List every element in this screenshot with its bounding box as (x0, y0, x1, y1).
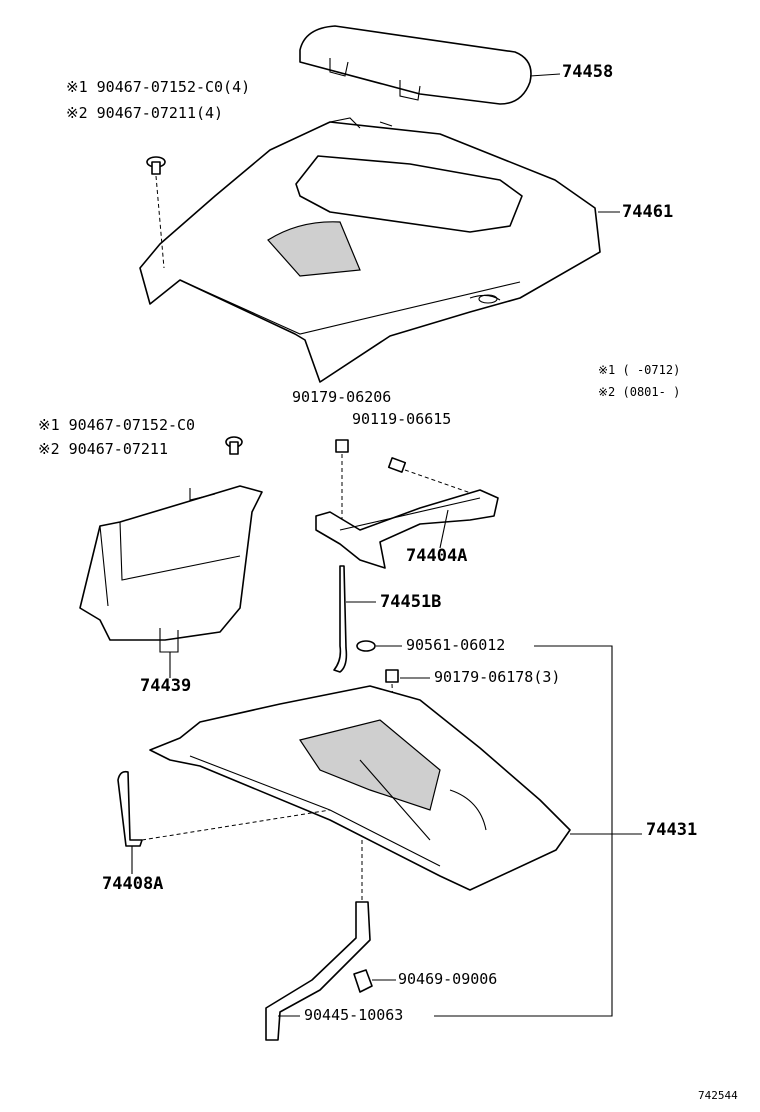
legend-1: ※1 ( -0712) (598, 363, 681, 377)
label-74431: 74431 (646, 820, 698, 840)
label-74451B: 74451B (380, 592, 442, 612)
part-74458-cover (299, 25, 561, 105)
label-74461: 74461 (622, 202, 674, 222)
figure-code: 742544 (698, 1089, 738, 1102)
nut-90179-06206 (335, 439, 349, 540)
part-74431-lower-tray (149, 685, 612, 891)
label-90119-06615: 90119-06615 (352, 410, 452, 428)
label-74408A: 74408A (102, 874, 164, 894)
part-74451B-rod (333, 565, 376, 673)
note-top-1: ※1 90467-07152-C0(4) (66, 78, 251, 96)
washer-90561-06012 (356, 640, 402, 652)
group-bracket-74431 (434, 645, 642, 1017)
label-90179-06206: 90179-06206 (292, 388, 392, 406)
label-74404A: 74404A (406, 546, 468, 566)
label-90179-06178: 90179-06178(3) (434, 668, 561, 686)
part-74408A-hook (117, 770, 331, 874)
part-74439-bracket (79, 485, 263, 678)
label-74458: 74458 (562, 62, 614, 82)
label-90469-09006: 90469-09006 (398, 970, 498, 988)
bolt-90119-06615 (387, 457, 486, 499)
label-74439: 74439 (140, 676, 192, 696)
legend-2: ※2 (0801- ) (598, 385, 681, 399)
hose-90445-10063 (265, 901, 371, 1041)
note-mid-1: ※1 90467-07152-C0 (38, 416, 196, 434)
label-90445-10063: 90445-10063 (304, 1006, 404, 1024)
part-74461-upper-tray (139, 117, 620, 383)
note-top-2: ※2 90467-07211(4) (66, 104, 224, 122)
bolt-top (146, 156, 166, 269)
part-74404A-clamp (315, 489, 499, 569)
note-mid-2: ※2 90467-07211 (38, 440, 168, 458)
bolt-middle (225, 436, 243, 455)
clip-90469-09006 (353, 969, 396, 993)
label-90561-06012: 90561-06012 (406, 636, 506, 654)
